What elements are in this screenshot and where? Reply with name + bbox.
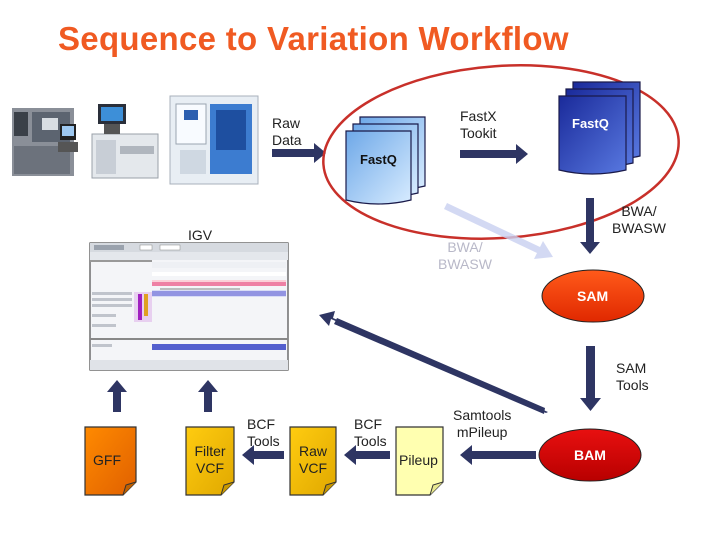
- sam-tools-label-line2: Tools: [616, 377, 649, 393]
- raw-data-label-line2: Data: [272, 132, 302, 148]
- filter-vcf-label-line1: Filter: [194, 443, 226, 459]
- bam-label: BAM: [574, 447, 606, 463]
- igv-label: IGV: [188, 227, 213, 243]
- bcf-tools-label-b: BCF Tools: [354, 416, 387, 450]
- igv-screenshot-thumbnail: [89, 242, 289, 371]
- sam-to-bam-arrow: [580, 346, 601, 411]
- fastq-to-fastx-arrow: [460, 144, 528, 164]
- sam-label: SAM: [577, 288, 609, 304]
- filtervcf-to-igv-arrow: [198, 380, 218, 412]
- bwa-label-line1: BWA/: [621, 203, 657, 219]
- raw-vcf-label: Raw VCF: [296, 443, 330, 477]
- bwa-bwasw-faded-label: BWA/ BWASW: [438, 239, 492, 273]
- bcf-tools-b-line2: Tools: [354, 433, 387, 449]
- bcf-tools-a-line2: Tools: [247, 433, 280, 449]
- gff-to-igv-arrow: [107, 380, 127, 412]
- bwa-label-line2: BWASW: [612, 220, 666, 236]
- fastq-raw-label: FastQ: [360, 152, 397, 167]
- pileup-label: Pileup: [399, 452, 438, 468]
- rawvcf-to-filtervcf-arrow: [242, 445, 284, 465]
- raw-vcf-label-line1: Raw: [298, 443, 327, 459]
- bcf-tools-b-line1: BCF: [354, 416, 382, 432]
- fastq-to-sam-arrow: [580, 198, 600, 254]
- raw-data-label-line1: Raw: [272, 115, 301, 131]
- bwa-faded-label-line1: BWA/: [447, 239, 483, 255]
- fastq-raw-document-stack: [345, 116, 426, 205]
- fastx-label-line1: FastX: [460, 108, 497, 124]
- raw-data-label: Raw Data: [272, 115, 302, 149]
- fastq-processed-label: FastQ: [572, 116, 609, 131]
- gff-label: GFF: [93, 452, 121, 468]
- raw-vcf-label-line2: VCF: [299, 460, 327, 476]
- bcf-tools-label-a: BCF Tools: [247, 416, 280, 450]
- bwa-bwasw-label: BWA/ BWASW: [612, 203, 666, 237]
- sam-oval: [541, 269, 645, 323]
- diagram-title: Sequence to Variation Workflow: [58, 20, 569, 57]
- sam-tools-label-line1: SAM: [616, 360, 647, 376]
- filter-vcf-label: Filter VCF: [189, 443, 231, 477]
- samtools-mpileup-label: Samtools mPileup: [453, 407, 511, 441]
- filter-vcf-label-line2: VCF: [196, 460, 224, 476]
- fastq-processed-document-stack: [558, 81, 641, 175]
- bwa-faded-label-line2: BWASW: [438, 256, 492, 272]
- fastx-label-line2: Tookit: [460, 125, 497, 141]
- bcf-tools-a-line1: BCF: [247, 416, 275, 432]
- bam-to-igv-arrow-body: [334, 318, 545, 414]
- samtools-mpileup-label-line1: Samtools: [453, 407, 512, 423]
- sam-tools-label: SAM Tools: [616, 360, 649, 394]
- sequencer-instrument-icon: [169, 95, 259, 185]
- sequencer-instrument-icon: [12, 108, 78, 176]
- samtools-mpileup-label-line2: mPileup: [456, 424, 508, 440]
- bam-to-pileup-arrow: [460, 445, 536, 465]
- fastx-toolkit-label: FastX Tookit: [460, 108, 497, 142]
- faded-bwa-arrow: [444, 203, 553, 259]
- sequencer-instrument-icon: [91, 104, 159, 179]
- bam-oval: [538, 428, 642, 482]
- raw-to-fastq-arrow: [272, 143, 326, 163]
- pileup-to-rawvcf-arrow: [344, 445, 390, 465]
